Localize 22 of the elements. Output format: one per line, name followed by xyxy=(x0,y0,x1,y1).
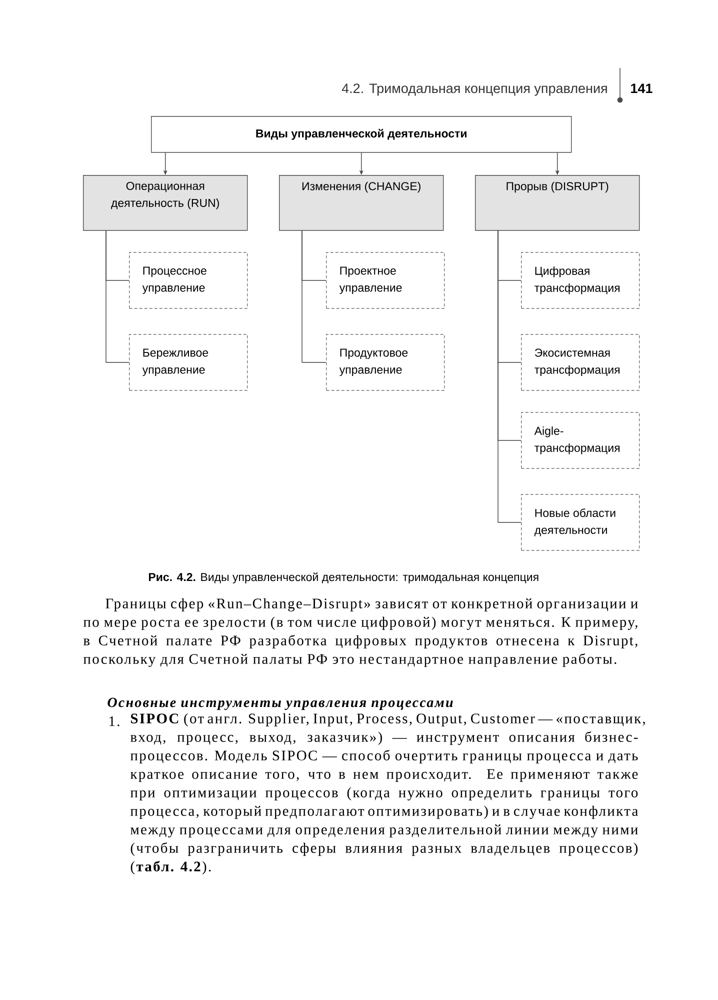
connector-line xyxy=(498,230,522,523)
section-heading: Основные инструменты управления процессами xyxy=(108,698,453,710)
running-header: 4.2. Тримодальная концепция управления xyxy=(342,84,607,96)
category-box: Операционная деятельность (RUN) xyxy=(83,175,248,231)
subcategory-box: Бережливое управление xyxy=(129,334,248,391)
heading-box: Виды управленческой деятельности xyxy=(151,116,572,153)
connector-line xyxy=(106,230,130,363)
subcategory-box: Проектное управление xyxy=(326,252,445,309)
category-box: Прорыв (DISRUPT) xyxy=(475,175,640,231)
page-number: 141 xyxy=(631,84,652,93)
subcategory-box: Экосистемная трансформация xyxy=(521,334,640,391)
list-item-text: SIPOC (от англ. Supplier, Input, Process, Output, Customer — «поставщик, вход, процесс, выход, заказчик») — инструмент описания бизнес-процессов. Модель SIPOC — способ очертить границы процесса и дать краткое описание того, что в нем происходит. Ее применяют также при оптимизации процессов (когда нужно определить границы того процесса, который предполагают оптимизировать) и в случае конфликта между процессами для определения разделительной линии между ними (чтобы разграничить сферы влияния разных владельцев процессов) (табл. 4.2). xyxy=(130,713,645,874)
subcategory-box: Процессное управление xyxy=(129,252,248,309)
figure-caption: Рис. 4.2. Виды управленческой деятельности: тримодальная концепция xyxy=(148,572,538,584)
subcategory-box: Aigle-трансформация xyxy=(521,412,640,469)
subcategory-box: Продуктовое управление xyxy=(326,334,445,391)
list-number: 1. xyxy=(109,716,120,726)
subcategory-box: Новые области деятельности xyxy=(521,494,640,551)
category-box: Изменения (CHANGE) xyxy=(279,175,444,231)
connector-line xyxy=(302,230,326,363)
subcategory-box: Цифровая трансформация xyxy=(521,252,640,309)
body-paragraph: Границы сфер «Run–Change–Disrupt» зависят от конкретной организации и по мере роста ее зрелости (в том числе цифровой) могут меняться. К примеру, в Счетной палате РФ разработка цифровых продуктов отнесена к Disrupt, поскольку для Счетной палаты РФ это нестандартное направление работы. xyxy=(83,598,638,667)
